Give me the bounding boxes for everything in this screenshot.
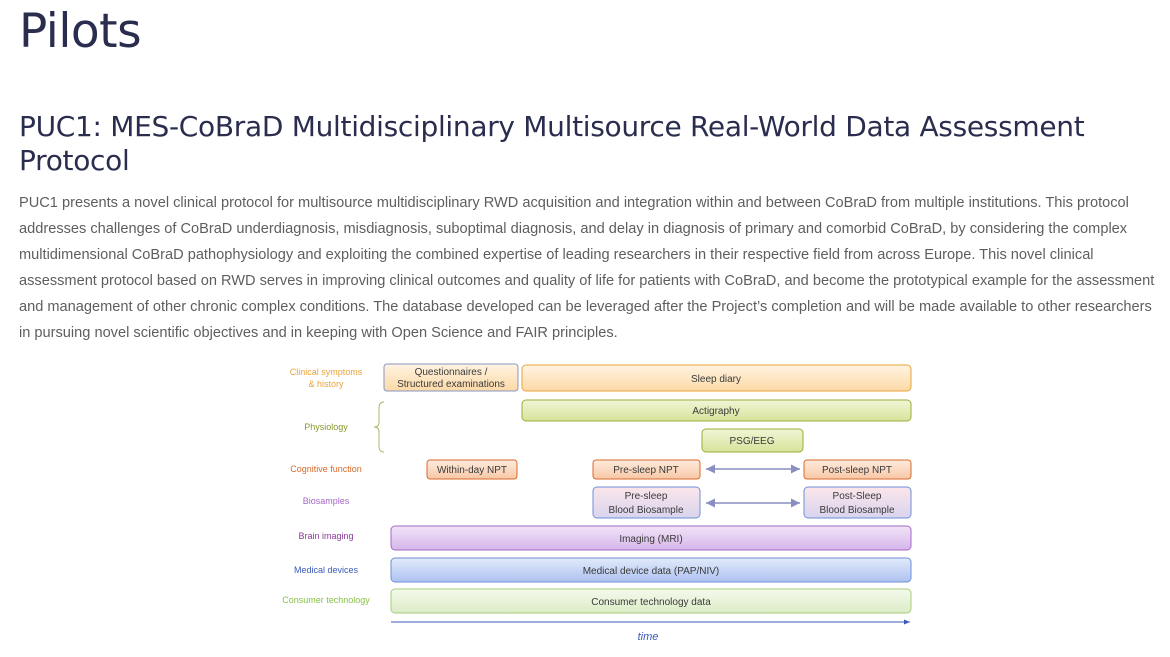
questionnaires-line1: Questionnaires /: [415, 367, 488, 378]
post-sleep-blood-line1: Post-Sleep: [833, 491, 882, 502]
protocol-diagram-svg: Clinical symptoms & history Physiology C…: [282, 363, 912, 643]
section-paragraph: PUC1 presents a novel clinical protocol …: [19, 195, 1155, 341]
imaging-label: Imaging (MRI): [619, 534, 682, 545]
row-label-consumer-technology: Consumer technology: [282, 595, 370, 605]
medical-device-data-box: [390, 557, 912, 583]
sleep-diary-box: [521, 364, 912, 392]
actigraphy-box: [521, 399, 912, 422]
consumer-tech-data-label: Consumer technology data: [591, 597, 711, 608]
post-sleep-npt-box: [803, 459, 912, 480]
pre-sleep-npt-label: Pre-sleep NPT: [613, 465, 679, 476]
row-label-brain-imaging: Brain imaging: [298, 531, 353, 541]
psg-eeg-box: [701, 428, 804, 453]
post-sleep-npt-label: Post-sleep NPT: [822, 465, 892, 476]
time-axis-label: time: [638, 631, 659, 643]
pre-sleep-blood-line2: Blood Biosample: [608, 505, 683, 516]
within-day-npt-box: [426, 459, 518, 480]
page-title: Pilots: [19, 4, 142, 59]
within-day-npt-label: Within-day NPT: [437, 465, 507, 476]
post-sleep-blood-box: [803, 486, 912, 519]
row-label-physiology: Physiology: [304, 422, 348, 432]
consumer-tech-data-box: [390, 588, 912, 614]
row-label-history: & history: [308, 379, 344, 389]
medical-device-data-label: Medical device data (PAP/NIV): [583, 566, 720, 577]
post-sleep-blood-line2: Blood Biosample: [819, 505, 894, 516]
row-label-biosamples: Biosamples: [303, 496, 350, 506]
questionnaires-line2: Structured examinations: [397, 379, 505, 390]
pre-sleep-blood-line1: Pre-sleep: [625, 491, 668, 502]
row-label-medical-devices: Medical devices: [294, 565, 359, 575]
actigraphy-label: Actigraphy: [692, 406, 739, 417]
row-label-clinical-symptoms: Clinical symptoms: [290, 367, 363, 377]
protocol-diagram: Clinical symptoms & history Physiology C…: [270, 358, 920, 650]
imaging-box: [390, 525, 912, 551]
row-label-cognitive-function: Cognitive function: [290, 464, 362, 474]
questionnaires-box: [383, 363, 519, 392]
pre-sleep-blood-box: [592, 486, 701, 519]
sleep-diary-label: Sleep diary: [691, 374, 741, 385]
physiology-brace: [373, 401, 385, 453]
pre-sleep-npt-box: [592, 459, 701, 480]
psg-eeg-label: PSG/EEG: [729, 436, 774, 447]
section-title: PUC1: MES-CoBraD Multidisciplinary Multi…: [19, 110, 1085, 177]
